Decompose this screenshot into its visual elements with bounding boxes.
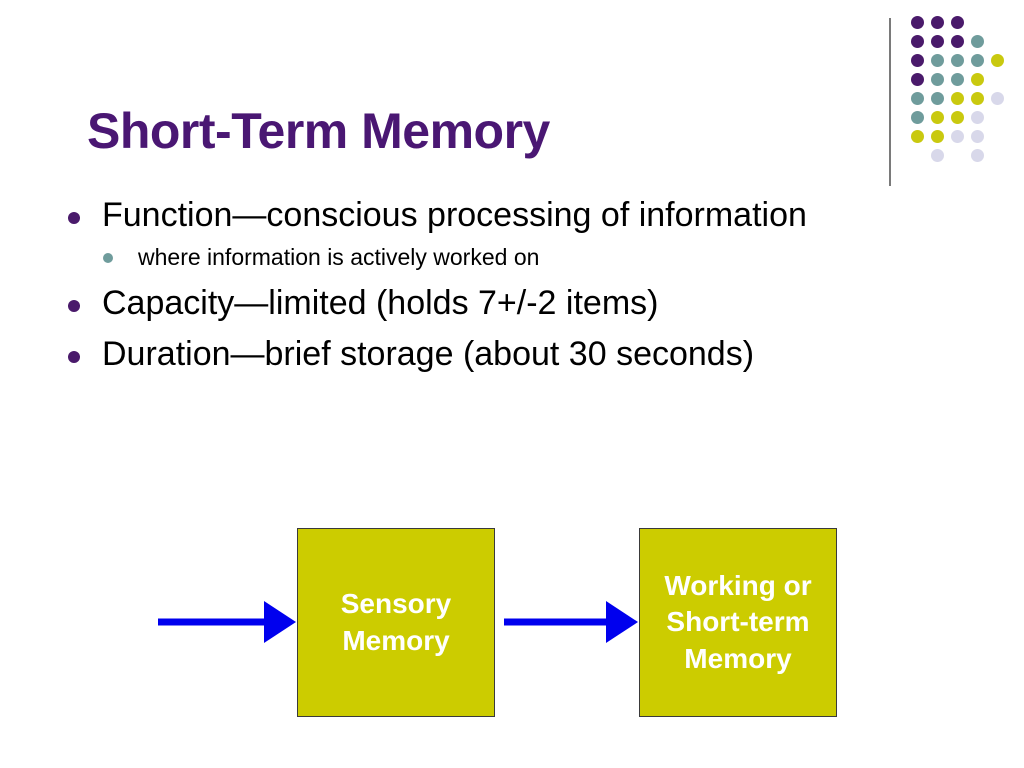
- decorative-dot: [951, 73, 964, 86]
- decorative-dot: [951, 111, 964, 124]
- decorative-dot: [971, 54, 984, 67]
- decorative-dot: [931, 54, 944, 67]
- decorative-dot: [911, 92, 924, 105]
- decorative-dot: [931, 92, 944, 105]
- sub-bullet-item: where information is actively worked on: [102, 244, 824, 272]
- arrow-right-icon: [158, 601, 296, 643]
- decorative-dot: [971, 73, 984, 86]
- sub-bullet-list: where information is actively worked on: [102, 244, 824, 272]
- bullet-item-duration: Duration—brief storage (about 30 seconds…: [64, 334, 824, 375]
- arrow-right-icon: [504, 601, 638, 643]
- decorative-dot: [951, 54, 964, 67]
- decorative-dot: [971, 149, 984, 162]
- decorative-dot: [911, 16, 924, 29]
- decorative-dot: [931, 111, 944, 124]
- decorative-dot: [911, 35, 924, 48]
- decorative-dot: [971, 35, 984, 48]
- decorative-dot: [931, 73, 944, 86]
- bullet-item-function: Function—conscious processing of informa…: [64, 195, 824, 271]
- decorative-dot: [931, 149, 944, 162]
- decorative-dot: [951, 16, 964, 29]
- decorative-dot: [971, 92, 984, 105]
- decorative-dot-grid: [0, 0, 1024, 200]
- decorative-dot: [991, 92, 1004, 105]
- sensory-memory-box: Sensory Memory: [297, 528, 495, 717]
- decorative-dot: [991, 54, 1004, 67]
- decorative-dot: [951, 35, 964, 48]
- decorative-dot: [971, 111, 984, 124]
- decorative-dot: [911, 73, 924, 86]
- bullet-text: Function—conscious processing of informa…: [102, 196, 807, 234]
- sensory-memory-label: Sensory Memory: [340, 588, 452, 656]
- decorative-dot: [951, 130, 964, 143]
- decorative-dot: [931, 35, 944, 48]
- decorative-dot: [911, 111, 924, 124]
- slide-title: Short-Term Memory: [87, 103, 550, 159]
- short-term-memory-box: Working or Short-term Memory: [639, 528, 837, 717]
- short-term-memory-label: Working or Short-term Memory: [664, 569, 812, 674]
- bullet-list: Function—conscious processing of informa…: [64, 195, 824, 375]
- decorative-dot: [931, 16, 944, 29]
- decorative-dot: [951, 92, 964, 105]
- decorative-dot: [911, 130, 924, 143]
- decorative-dot: [971, 130, 984, 143]
- decorative-dot: [931, 130, 944, 143]
- bullet-item-capacity: Capacity—limited (holds 7+/-2 items): [64, 283, 824, 324]
- vertical-divider-line: [889, 18, 891, 186]
- decorative-dot: [911, 54, 924, 67]
